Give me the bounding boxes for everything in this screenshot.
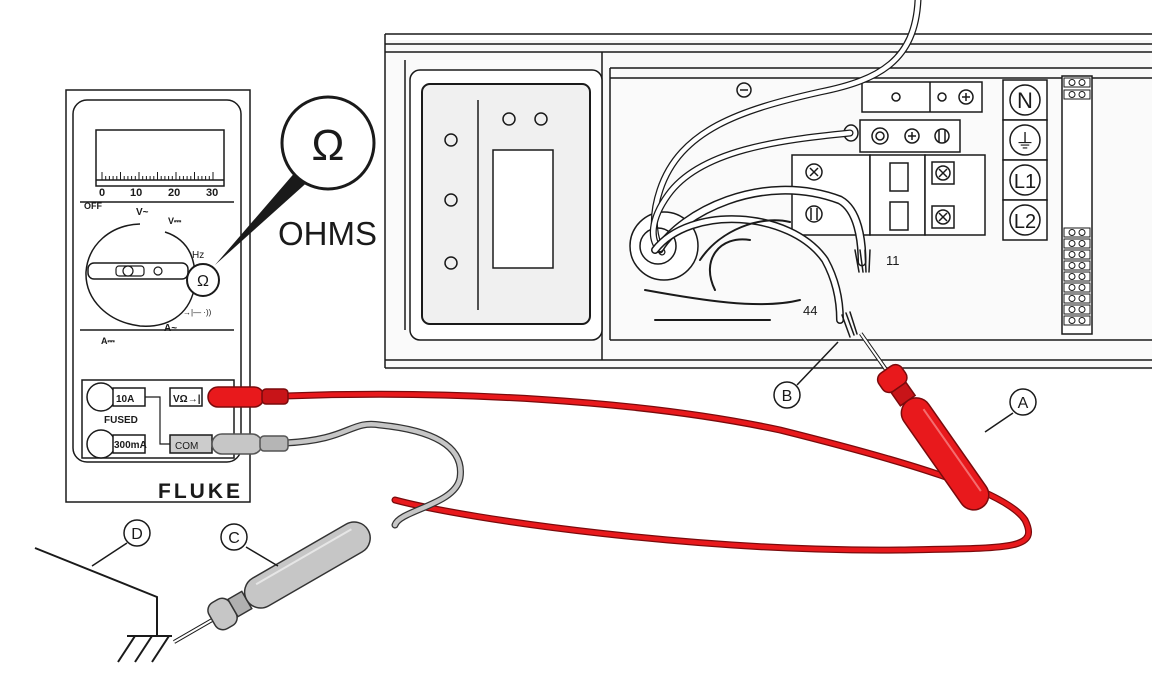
terminal-label-n: N (1017, 88, 1033, 113)
jack-label-10a: 10A (116, 394, 134, 405)
terminal-screw (1078, 262, 1086, 269)
dial-label-v-dc: V⎓ (168, 216, 182, 226)
terminal-block (1063, 293, 1091, 304)
terminal-label-ground: ⏚ (1015, 131, 1035, 153)
ohms-callout (215, 95, 376, 265)
terminal-label-l1: L1 (1014, 171, 1036, 193)
dial-label-v-ac: V~ (136, 207, 149, 218)
marker-c: C (220, 523, 248, 551)
marker-b: B (773, 381, 801, 409)
terminal-screw (1068, 262, 1076, 269)
marker-c-label: C (228, 530, 240, 547)
dial-label-a-ac: A~ (164, 323, 177, 334)
terminal-screw (1068, 79, 1076, 86)
dial-label-diode: →|— ·)) (183, 308, 212, 317)
black-plug (211, 433, 289, 455)
marker-b-label: B (782, 388, 793, 405)
terminal-block (1063, 77, 1091, 88)
marker-d: D (123, 519, 151, 547)
terminal-block (1063, 315, 1091, 326)
terminal-block (1063, 249, 1091, 260)
dial-ohm-position (186, 263, 220, 297)
panel-wires (644, 0, 922, 338)
scale-tick-30: 30 (206, 187, 218, 199)
terminal-screw (1078, 91, 1086, 98)
scale-tick-0: 0 (99, 187, 105, 199)
marker-leaders (91, 341, 1014, 567)
display-scale (101, 172, 214, 180)
terminal-screw (1068, 229, 1076, 236)
dial-label-a-dc: A⎓ (101, 336, 115, 346)
red-test-lead[interactable] (281, 390, 1033, 554)
terminal-screw (1078, 229, 1086, 236)
input-jacks (86, 382, 213, 459)
scale-tick-20: 20 (168, 187, 180, 199)
black-probe-c[interactable] (166, 516, 376, 656)
terminal-screw (1078, 284, 1086, 291)
terminal-screw (1078, 295, 1086, 302)
terminal-screw (1068, 306, 1076, 313)
dial-label-off: OFF (84, 201, 102, 211)
panel-terminal-labels: N ⏚ L1 L2 (1002, 79, 1048, 241)
terminal-screw (1068, 240, 1076, 247)
terminal-screw (1078, 273, 1086, 280)
terminal-block (1063, 304, 1091, 315)
terminal-block (1063, 271, 1091, 282)
chassis-ground-d (34, 547, 172, 663)
terminal-block (1063, 227, 1091, 238)
jack-label-volt-ohm: VΩ→| (173, 394, 201, 405)
multimeter (65, 89, 251, 503)
scale-tick-10: 10 (130, 187, 142, 199)
terminal-screw (1068, 284, 1076, 291)
marker-a-label: A (1018, 395, 1029, 412)
terminal-block (1063, 238, 1091, 249)
terminal-screw (1078, 79, 1086, 86)
terminal-screw (1078, 317, 1086, 324)
terminal-screw (1078, 306, 1086, 313)
red-plug (207, 386, 289, 408)
terminal-block (1063, 282, 1091, 293)
meter-brand: FLUKE (158, 480, 243, 503)
terminal-screw (1068, 295, 1076, 302)
terminal-strip (1063, 77, 1091, 326)
terminal-block (1063, 260, 1091, 271)
callout-ohms-label: OHMS (278, 215, 377, 252)
wire-number-44: 44 (803, 303, 817, 318)
terminal-block (1063, 89, 1091, 100)
terminal-label-l2: L2 (1014, 211, 1036, 233)
black-test-lead[interactable] (281, 420, 464, 529)
terminal-screw (1068, 251, 1076, 258)
callout-ohm-symbol: Ω (312, 121, 345, 170)
terminal-screw (1068, 317, 1076, 324)
jack-label-fused: FUSED (104, 415, 138, 426)
terminal-screw (1068, 91, 1076, 98)
terminal-screw (1078, 251, 1086, 258)
jack-label-com: COM (175, 441, 198, 452)
dial-label-ohm: Ω (197, 273, 209, 290)
marker-a: A (1009, 388, 1037, 416)
terminal-screw (1078, 240, 1086, 247)
dial-label-hz: Hz (192, 250, 204, 261)
terminal-screw (1068, 273, 1076, 280)
red-probe-a[interactable] (848, 325, 994, 516)
wire-number-11: 11 (886, 253, 900, 268)
jack-label-300ma: 300mA (114, 440, 147, 451)
marker-d-label: D (131, 526, 143, 543)
